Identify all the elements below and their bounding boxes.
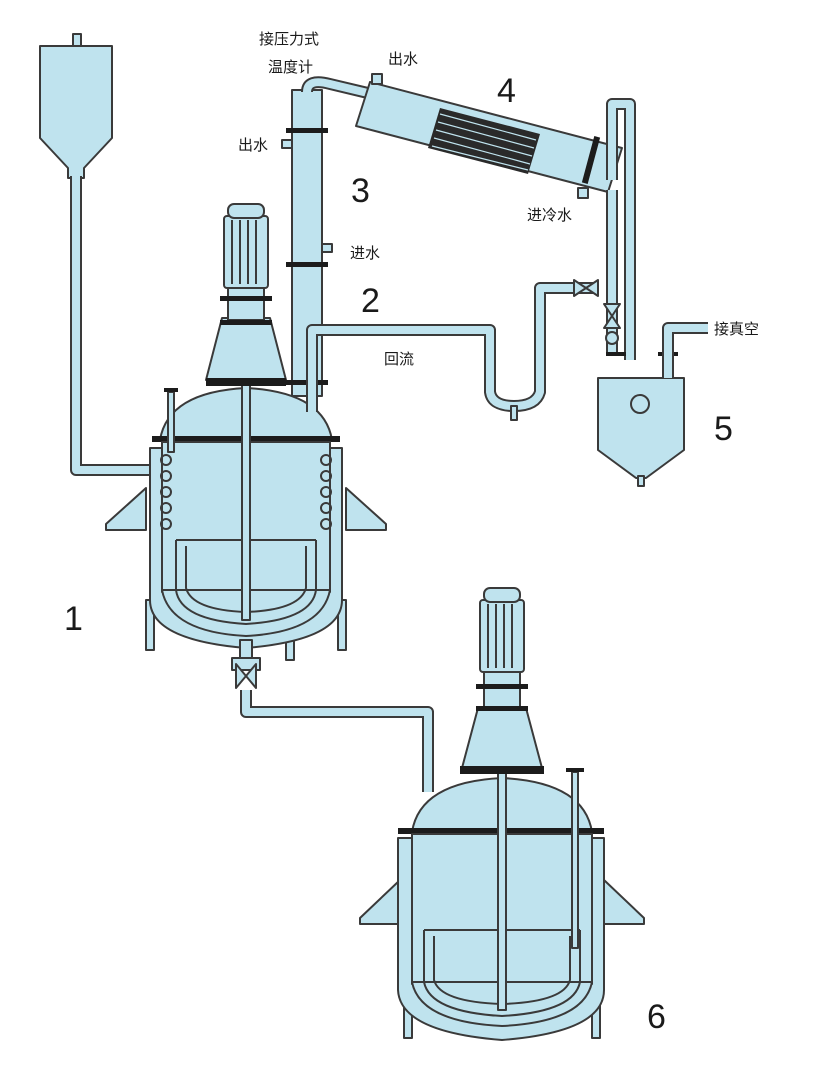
feed-hopper xyxy=(39,33,113,179)
vacuum-label: 接真空 xyxy=(714,320,759,338)
condenser-water-out-label: 出水 xyxy=(388,50,418,68)
number-4: 4 xyxy=(497,72,516,110)
number-5: 5 xyxy=(714,410,733,448)
reactor-1 xyxy=(105,203,387,661)
heating-coil-right xyxy=(320,454,332,530)
column-water-in-label: 进水 xyxy=(350,244,380,262)
vacuum-pipe xyxy=(662,322,708,378)
condenser-tube-bundle xyxy=(428,108,540,174)
discharge-valve xyxy=(231,657,261,689)
number-6: 6 xyxy=(647,998,666,1036)
heating-coil-left xyxy=(160,454,172,530)
thermometer-label-line1: 接压力式 xyxy=(259,30,319,48)
number-2: 2 xyxy=(361,282,380,320)
reflux-label: 回流 xyxy=(384,350,414,368)
transfer-pipe xyxy=(240,690,434,792)
feed-pipe xyxy=(70,176,150,476)
condenser-4 xyxy=(355,73,623,199)
reflux-line-2 xyxy=(306,282,598,421)
column-water-out-label: 出水 xyxy=(238,136,268,154)
number-3: 3 xyxy=(351,172,370,210)
reactor-6 xyxy=(359,587,645,1041)
vapour-pipe xyxy=(301,76,374,100)
labels: 接压力式 温度计 出水 出水 进水 进冷水 回流 接真空 1 2 3 4 5 6 xyxy=(64,30,759,1036)
number-1: 1 xyxy=(64,600,83,638)
reflux-valve xyxy=(573,279,621,345)
cooling-water-in-label: 进冷水 xyxy=(527,206,572,224)
thermometer-label-line2: 温度计 xyxy=(268,58,313,76)
